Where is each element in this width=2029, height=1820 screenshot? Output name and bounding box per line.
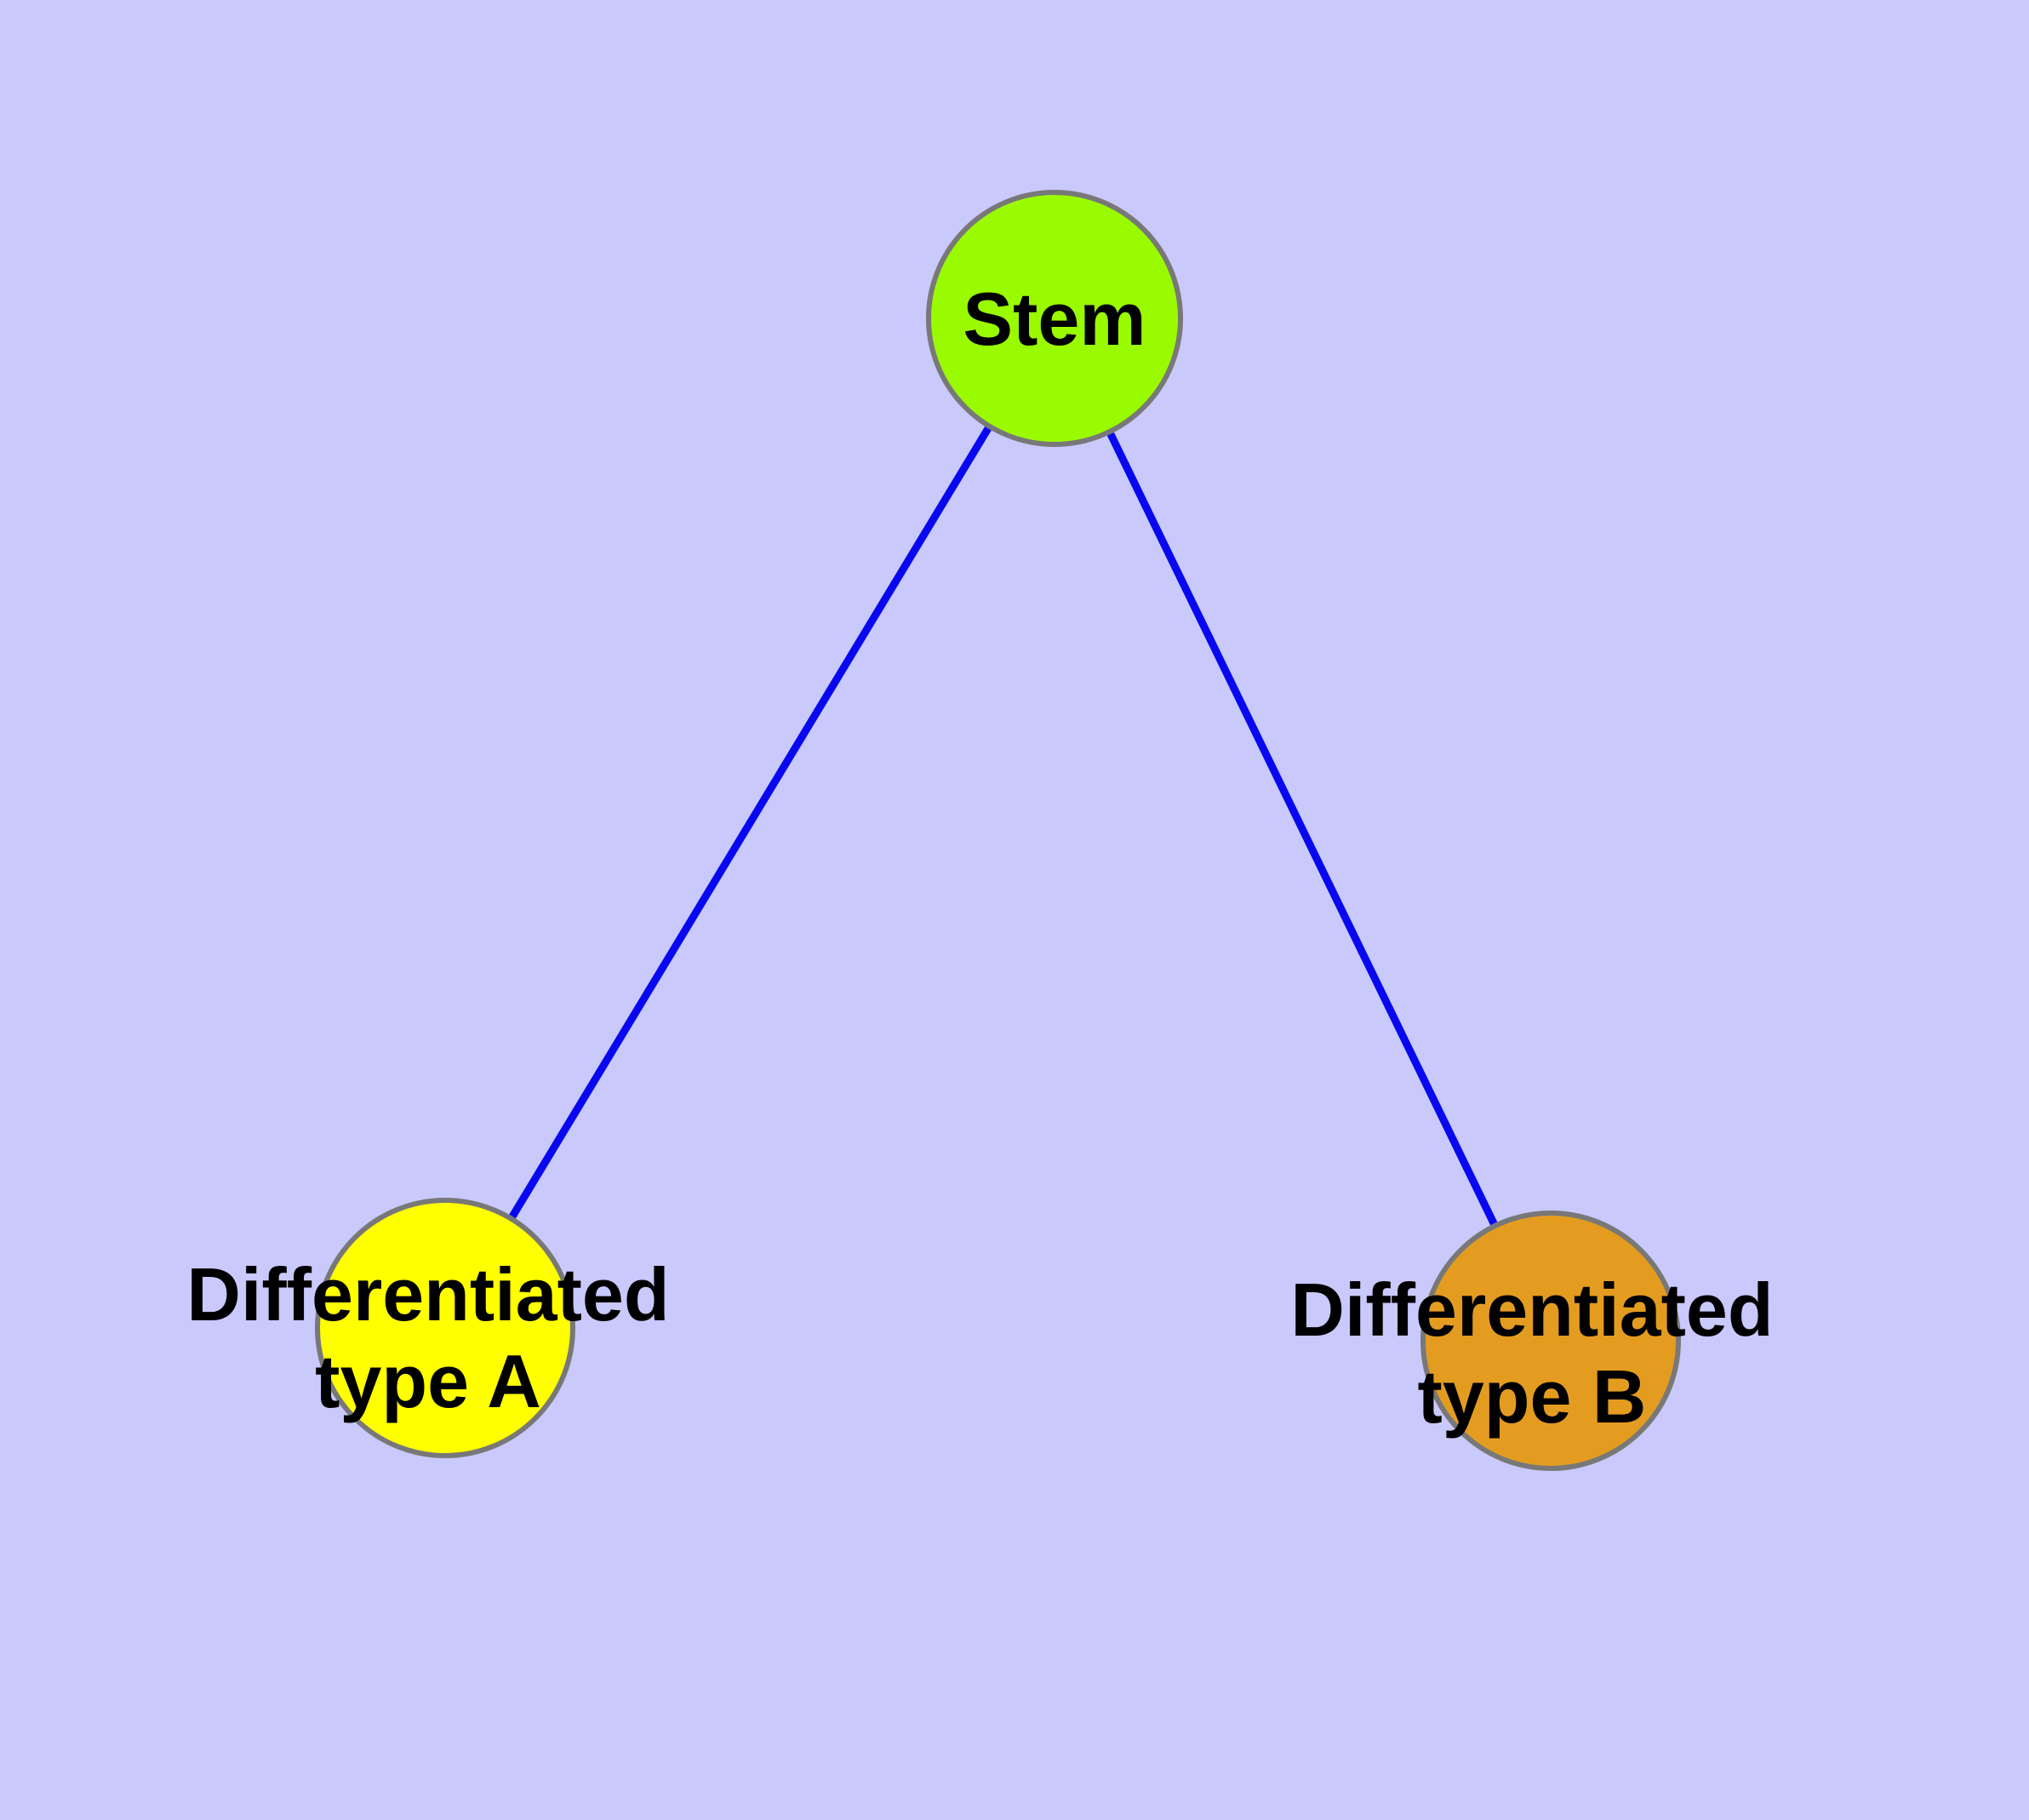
label-stem-text: Stem xyxy=(963,276,1146,361)
node-differentiated-type-b xyxy=(1420,1210,1681,1471)
edge-stem-to-type-b xyxy=(1106,432,1498,1226)
label-type-b-line-1: Differentiated xyxy=(1290,1267,1774,1352)
node-stem xyxy=(926,190,1183,447)
label-type-b-line-2: type B xyxy=(1417,1354,1647,1439)
label-stem: Stem xyxy=(963,276,1146,363)
label-differentiated-type-b: Differentiated type B xyxy=(1290,1267,1773,1440)
edge-stem-to-type-a xyxy=(509,426,992,1219)
node-differentiated-type-a xyxy=(315,1198,575,1458)
label-type-a-line-2: type A xyxy=(315,1339,541,1423)
label-type-a-line-1: Differentiated xyxy=(186,1251,670,1336)
label-differentiated-type-a: Differentiated type A xyxy=(186,1251,669,1425)
